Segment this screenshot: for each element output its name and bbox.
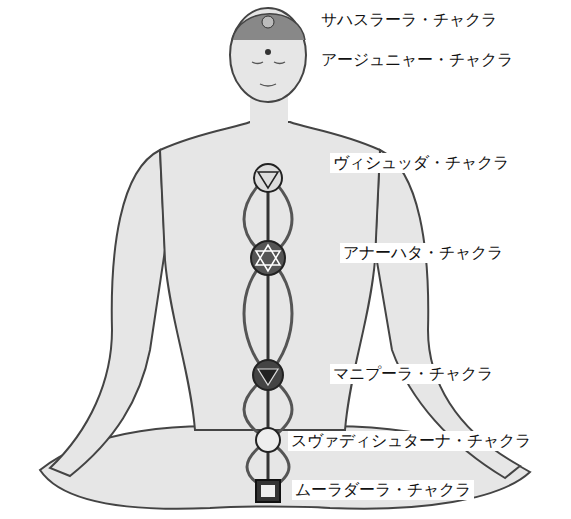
chakra-label: スヴァディシュターナ・チャクラ bbox=[288, 431, 534, 451]
chakra-label: サハスラーラ・チャクラ bbox=[318, 10, 500, 30]
chakra-label: マニプーラ・チャクラ bbox=[330, 364, 496, 384]
chakra-label: ヴィシュッダ・チャクラ bbox=[330, 153, 512, 173]
chakra-label: アナーハタ・チャクラ bbox=[340, 243, 506, 263]
chakra-label: ムーラダーラ・チャクラ bbox=[292, 480, 474, 500]
chakra-label: アージュニャー・チャクラ bbox=[318, 50, 516, 70]
